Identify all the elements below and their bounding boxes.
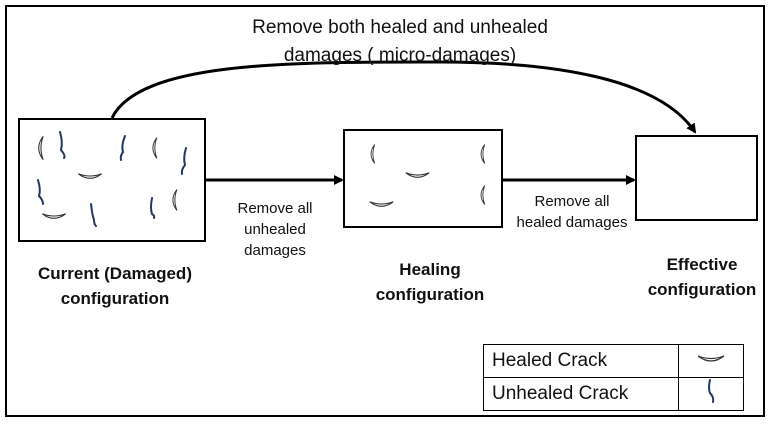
top-edge-label-line1: Remove both healed and unhealed <box>252 17 548 38</box>
current-config-box <box>18 118 206 242</box>
effective-config-box <box>635 135 758 221</box>
node-label-line: configuration <box>375 285 485 304</box>
node-label-line: configuration <box>647 280 757 299</box>
node-label-current: Current (Damaged) configuration <box>22 261 208 311</box>
edge-label-line: healed damages <box>516 214 628 231</box>
legend-row-healed: Healed Crack <box>483 344 744 378</box>
unhealed-crack-icon <box>708 379 715 403</box>
unhealed-crack-icon <box>37 131 187 227</box>
legend-label-unhealed: Unhealed Crack <box>483 377 679 411</box>
edge-label-healing-to-effective: Remove all healed damages <box>505 191 639 233</box>
top-edge-label-line2: damages ( micro-damages) <box>283 45 517 66</box>
edge-label-line: damages <box>244 242 306 259</box>
node-label-line: Healing <box>399 260 461 279</box>
edge-label-line: Remove all <box>237 200 313 217</box>
top-arrow <box>110 60 697 134</box>
node-label-line: Current (Damaged) <box>38 264 192 283</box>
legend-row-unhealed: Unhealed Crack <box>483 377 744 411</box>
edge-label-line: Remove all <box>534 193 610 210</box>
top-edge-label: Remove both healed and unhealed damages … <box>180 14 620 70</box>
node-label-effective: Effective configuration <box>636 252 768 302</box>
node-label-healing: Healing configuration <box>352 257 508 307</box>
legend-label-healed: Healed Crack <box>483 344 679 378</box>
legend-symbol-unhealed <box>678 377 744 411</box>
legend-table: Healed Crack Unhealed Crack <box>483 344 744 411</box>
healed-crack-icon <box>697 355 725 362</box>
edge-label-current-to-healing: Remove all unhealed damages <box>215 198 335 261</box>
node-label-line: configuration <box>60 289 170 308</box>
diagram-frame <box>5 5 765 417</box>
edge-label-line: unhealed <box>244 221 306 238</box>
legend-symbol-healed <box>678 344 744 378</box>
healing-config-box <box>343 129 503 228</box>
node-label-line: Effective <box>666 255 738 274</box>
